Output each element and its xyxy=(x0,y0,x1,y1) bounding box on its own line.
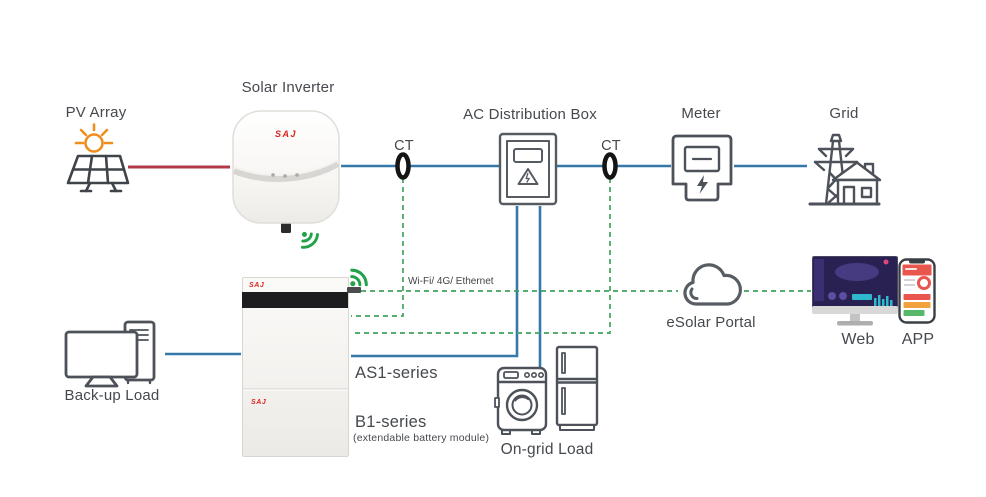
inverter-wifi-icon xyxy=(300,231,319,249)
ongrid-load-label: On-grid Load xyxy=(500,441,594,458)
esolar-portal-label: eSolar Portal xyxy=(666,314,756,331)
b1-series-note: (extendable battery module) xyxy=(353,432,490,444)
ct-right-label: CT xyxy=(601,138,621,154)
backup-load-icon xyxy=(64,320,156,388)
solar-inverter-label: Solar Inverter xyxy=(241,79,335,96)
battery-black-band xyxy=(242,292,348,308)
inverter-brand-logo: SAJ xyxy=(274,129,297,139)
pv-array-label: PV Array xyxy=(65,104,127,121)
signal-ct-left-to-battery xyxy=(351,178,404,317)
ac-distribution-box-label: AC Distribution Box xyxy=(463,106,597,123)
comm-link-label: Wi-Fi/ 4G/ Ethernet xyxy=(408,276,494,287)
web-label: Web xyxy=(841,331,875,348)
backup-load-label: Back-up Load xyxy=(64,387,160,404)
ct-left-label: CT xyxy=(394,138,414,154)
b1-series-label: B1-series xyxy=(355,413,427,431)
battery-module-divider xyxy=(243,388,348,391)
app-label: APP xyxy=(901,331,935,348)
battery-comm-connector xyxy=(347,287,361,293)
signal-ct-right-to-battery xyxy=(351,178,611,334)
meter-icon xyxy=(671,134,733,202)
battery-wifi-icon xyxy=(350,268,368,287)
wire-acbox-to-battery xyxy=(351,206,519,358)
meter-label: Meter xyxy=(681,105,721,122)
app-phone-icon xyxy=(898,258,936,324)
solar-inverter-icon xyxy=(232,110,340,233)
ongrid-load-icon xyxy=(494,345,599,435)
as1-series-label: AS1-series xyxy=(355,364,438,382)
grid-icon xyxy=(808,133,882,206)
grid-label: Grid xyxy=(829,105,859,122)
ct-right-ring xyxy=(602,152,618,180)
web-monitor-icon xyxy=(812,256,898,326)
ac-distribution-box-icon xyxy=(498,132,558,206)
battery-as1-brand-logo: SAJ xyxy=(249,282,265,289)
pv-array-icon xyxy=(66,123,130,193)
esolar-portal-cloud-icon xyxy=(683,263,742,306)
battery-tower: SAJ SAJ xyxy=(242,277,361,457)
ct-left-ring xyxy=(395,152,411,180)
battery-b1-brand-logo: SAJ xyxy=(251,399,267,406)
